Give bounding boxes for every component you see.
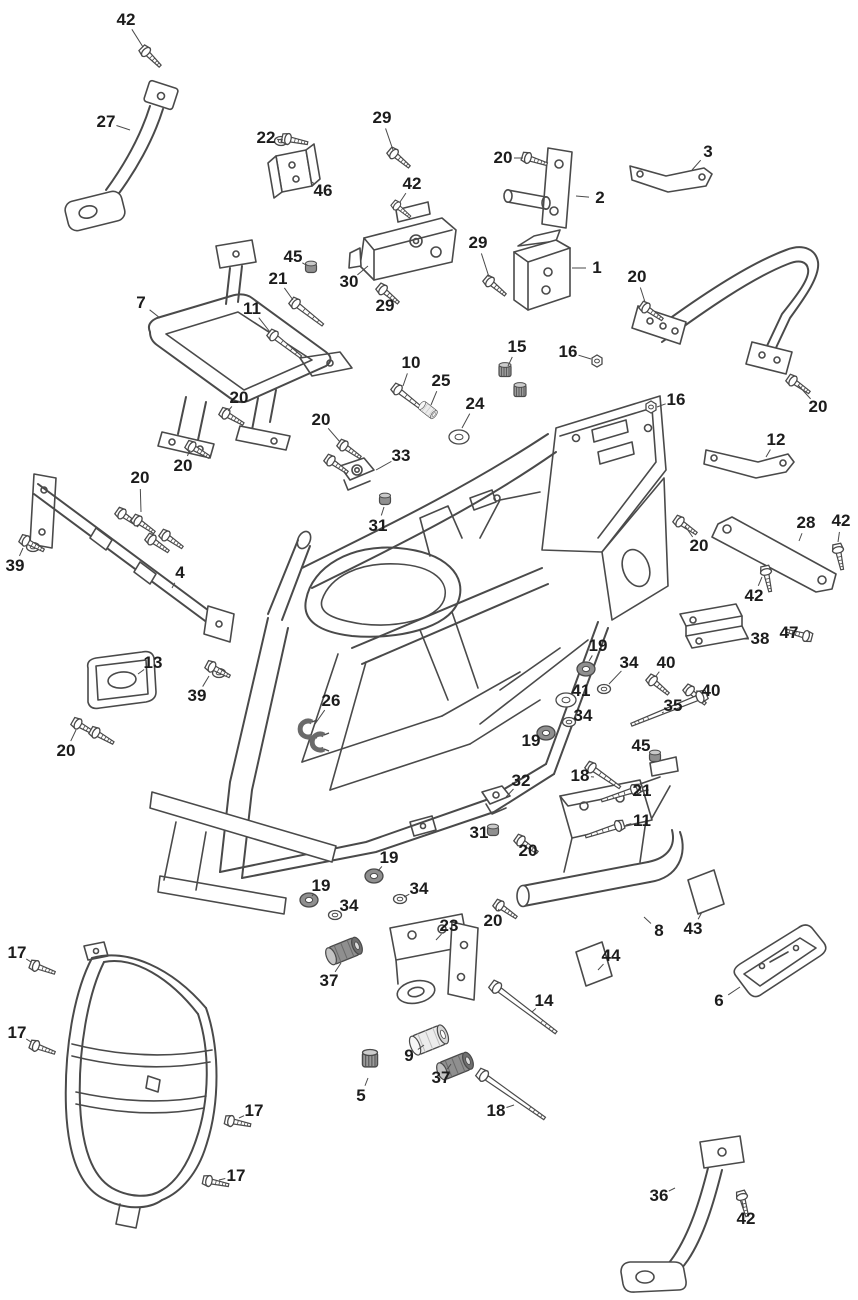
part-43-strip-drawing — [687, 869, 725, 915]
front-bumper-drawing — [64, 941, 218, 1229]
part-46-bracket-drawing — [267, 143, 321, 199]
part-36-lever-drawing — [620, 1135, 745, 1293]
part-4-bar-drawing — [29, 473, 235, 643]
part-main-frame-drawing — [149, 395, 669, 915]
part-2-bracket-drawing — [503, 147, 573, 229]
part-7-carrier-drawing — [147, 239, 353, 459]
part-6-plate-drawing — [733, 924, 827, 998]
rear-grab-bar-drawing — [631, 246, 820, 375]
part-30-bracket-drawing — [348, 201, 457, 281]
part-3-strap-drawing — [629, 165, 713, 193]
part-32-bracket-drawing — [481, 785, 511, 815]
part-13-plate-drawing — [86, 650, 157, 710]
part-12-strap-drawing — [703, 449, 795, 479]
part-27-lever-drawing — [64, 79, 179, 232]
part-1-bracket-drawing — [513, 229, 571, 311]
part-33-bracket-drawing — [339, 457, 375, 491]
part-44-strip-drawing — [575, 941, 613, 987]
part-23-bracket-drawing — [389, 913, 479, 1005]
part-28-bar-drawing — [711, 516, 837, 593]
part-38-bracket-drawing — [679, 603, 749, 649]
leader-lines — [19, 29, 840, 1209]
